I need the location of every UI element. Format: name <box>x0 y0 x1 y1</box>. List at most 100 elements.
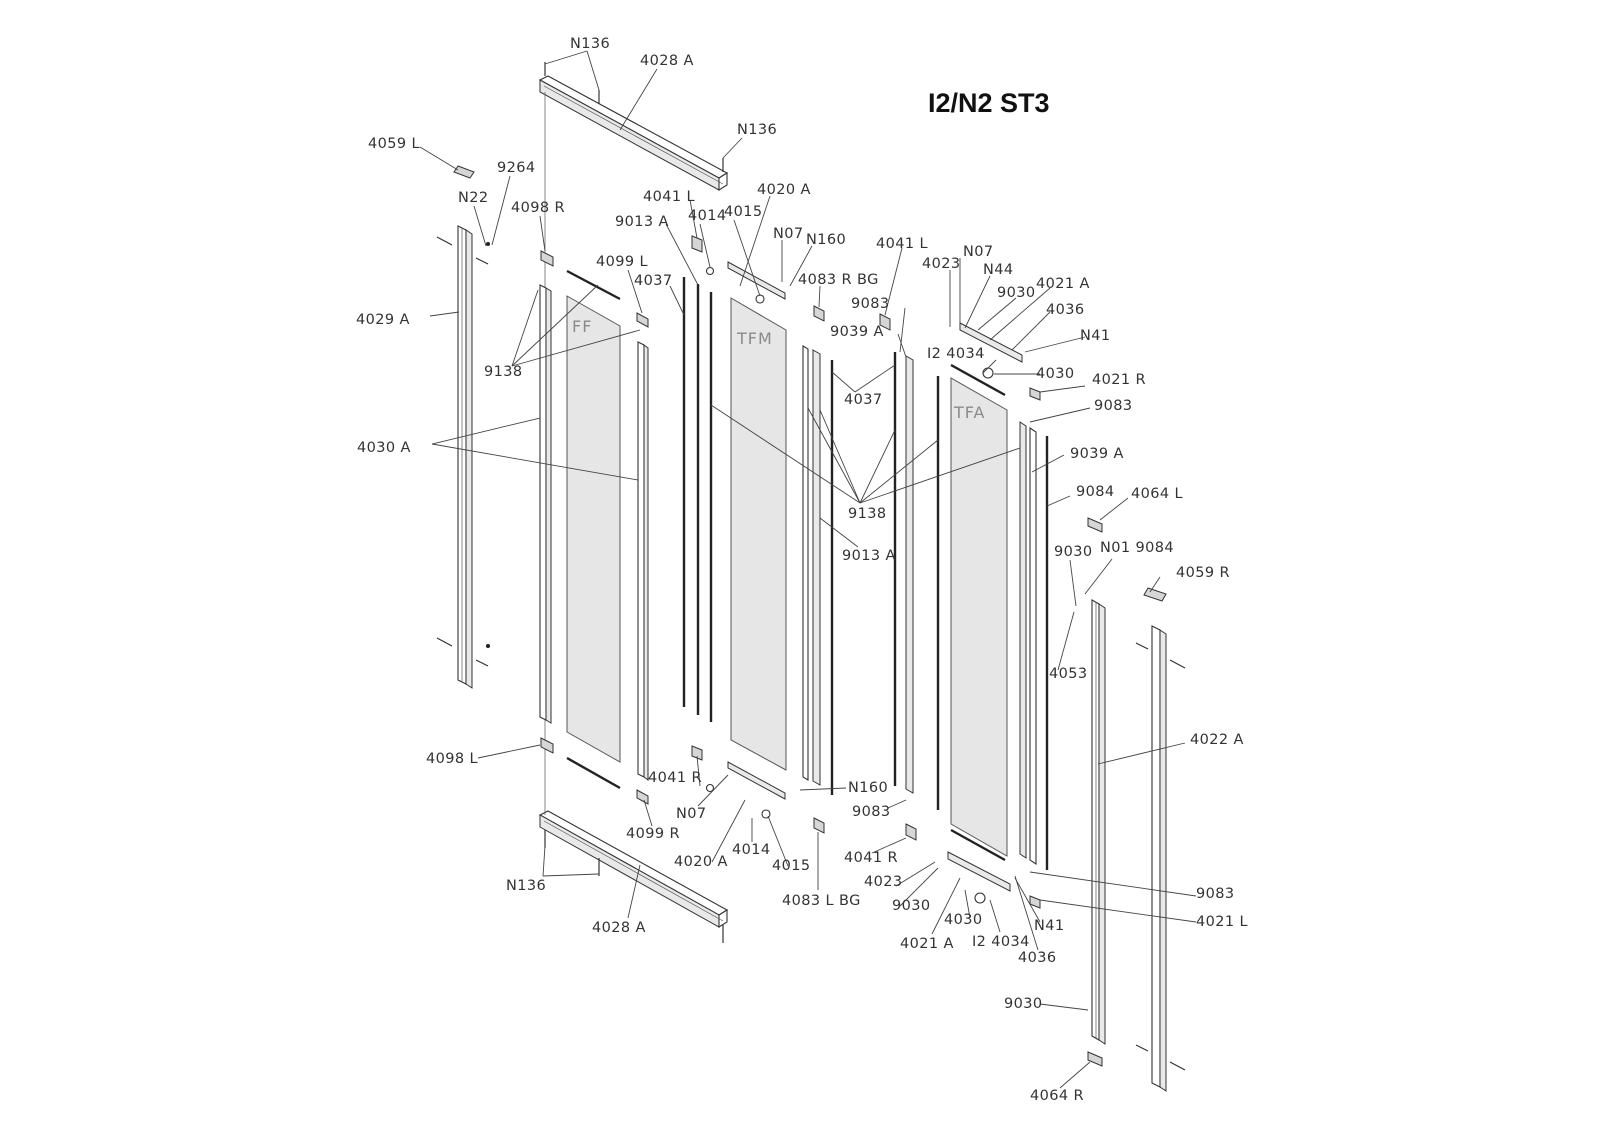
label-9138-a: 9138 <box>484 364 523 380</box>
label-4023-top: 4023 <box>922 256 961 272</box>
label-4099r: 4099 R <box>626 826 680 842</box>
label-n136-top: N136 <box>570 36 610 52</box>
label-n160-top: N160 <box>806 232 846 248</box>
label-4041r-b: 4041 R <box>844 850 898 866</box>
label-n41-bot: N41 <box>1034 918 1065 934</box>
wall-screws-left <box>436 236 490 667</box>
label-4015-top: 4015 <box>724 204 763 220</box>
panel-label-tfm: TFM <box>736 329 773 348</box>
part-4041l-a <box>691 235 703 253</box>
part-4030-top <box>982 367 994 379</box>
wall-profile-4029a <box>457 225 473 689</box>
label-4099l: 4099 L <box>596 254 648 270</box>
label-4015-bot: 4015 <box>772 858 811 874</box>
panel-tfm <box>727 261 787 800</box>
panel-label-tfa: TFA <box>953 403 985 422</box>
part-4059l <box>453 165 475 179</box>
label-n07-b: N07 <box>963 244 994 260</box>
label-4083lbg: 4083 L BG <box>782 893 861 909</box>
label-4098r: 4098 R <box>511 200 565 216</box>
label-4064r: 4064 R <box>1030 1088 1084 1104</box>
label-n07-c: N07 <box>676 806 707 822</box>
part-4098r <box>540 250 554 267</box>
part-4014-top <box>705 266 715 276</box>
profiles-9013a <box>802 345 834 795</box>
part-4064l <box>1087 517 1103 533</box>
label-9138-b: 9138 <box>848 506 887 522</box>
label-i2-4034-top: I2 4034 <box>927 346 985 362</box>
part-4015-top <box>755 294 765 304</box>
diagram-title: I2/N2 ST3 <box>928 88 1050 118</box>
label-n160-bot: N160 <box>848 780 888 796</box>
label-4041l-b: 4041 L <box>876 236 928 252</box>
label-9013a-top: 9013 A <box>615 214 669 230</box>
label-n136-mid: N136 <box>737 122 777 138</box>
bottom-rail-4028a <box>538 810 729 928</box>
label-9083-c: 9083 <box>852 804 891 820</box>
leader-lines <box>419 50 1197 1089</box>
part-4030-bot <box>974 892 986 904</box>
label-4023-bot: 4023 <box>864 874 903 890</box>
label-9030-top: 9030 <box>997 285 1036 301</box>
label-n22: N22 <box>458 190 489 206</box>
label-4014-top: 4014 <box>688 208 727 224</box>
top-rail-4028a <box>538 75 729 191</box>
part-4041l-b <box>879 313 891 331</box>
label-9083-b: 9083 <box>1094 398 1133 414</box>
label-4041r-a: 4041 R <box>648 770 702 786</box>
label-4083rbg: 4083 R BG <box>798 272 879 288</box>
label-n01-9084: N01 9084 <box>1100 540 1174 556</box>
part-labels: N136 4028 A N136 4059 L 9264 N22 4098 R … <box>356 36 1248 1104</box>
label-4098l: 4098 L <box>426 751 478 767</box>
gasket-strips-left <box>682 277 713 722</box>
label-4064l: 4064 L <box>1131 486 1183 502</box>
label-4053: 4053 <box>1049 666 1088 682</box>
part-4014-bot <box>705 783 715 793</box>
part-4041r-b <box>905 823 917 841</box>
label-9039a-a: 9039 A <box>830 324 884 340</box>
label-9084-a: 9084 <box>1076 484 1115 500</box>
wall-profile-right <box>1135 625 1186 1092</box>
part-4064r <box>1087 1051 1103 1067</box>
top-rail-screws <box>544 62 724 172</box>
label-9030-mid: 9030 <box>1054 544 1093 560</box>
panel-tfa <box>893 352 1049 870</box>
label-9083-a: 9083 <box>851 296 890 312</box>
label-4059l: 4059 L <box>368 136 420 152</box>
profile-4022a <box>1091 599 1106 1045</box>
label-4029a: 4029 A <box>356 312 410 328</box>
panel-ff <box>539 269 649 790</box>
label-4037-b: 4037 <box>844 392 883 408</box>
bottom-rail-screws <box>544 830 724 943</box>
part-4083rbg <box>813 305 825 322</box>
label-4014-bot: 4014 <box>732 842 771 858</box>
part-4021l <box>1029 895 1041 909</box>
label-4021l: 4021 L <box>1196 914 1248 930</box>
part-4099l <box>636 312 649 328</box>
label-4041l-a: 4041 L <box>643 189 695 205</box>
label-4059r: 4059 R <box>1176 565 1230 581</box>
part-4021r <box>1029 387 1041 401</box>
label-n44: N44 <box>983 262 1014 278</box>
label-4036-bot: 4036 <box>1018 950 1057 966</box>
label-4028a-top: 4028 A <box>640 53 694 69</box>
label-4020a-bot: 4020 A <box>674 854 728 870</box>
label-4030-bot: 4030 <box>944 912 983 928</box>
panel-label-ff: FF <box>572 317 592 336</box>
label-4030-top: 4030 <box>1036 366 1075 382</box>
part-4021a-top <box>959 322 1023 363</box>
part-4099r <box>636 789 649 805</box>
label-4036-top: 4036 <box>1046 302 1085 318</box>
label-9013a-mid: 9013 A <box>842 548 896 564</box>
label-4037-a: 4037 <box>634 273 673 289</box>
label-4021a-top: 4021 A <box>1036 276 1090 292</box>
label-9030-low: 9030 <box>1004 996 1043 1012</box>
label-4020a-top: 4020 A <box>757 182 811 198</box>
label-4022a: 4022 A <box>1190 732 1244 748</box>
label-9264: 9264 <box>497 160 536 176</box>
part-4098l <box>540 737 554 754</box>
part-4041r-a <box>691 745 703 761</box>
label-4021r: 4021 R <box>1092 372 1146 388</box>
part-4021a-bot <box>947 851 1011 892</box>
